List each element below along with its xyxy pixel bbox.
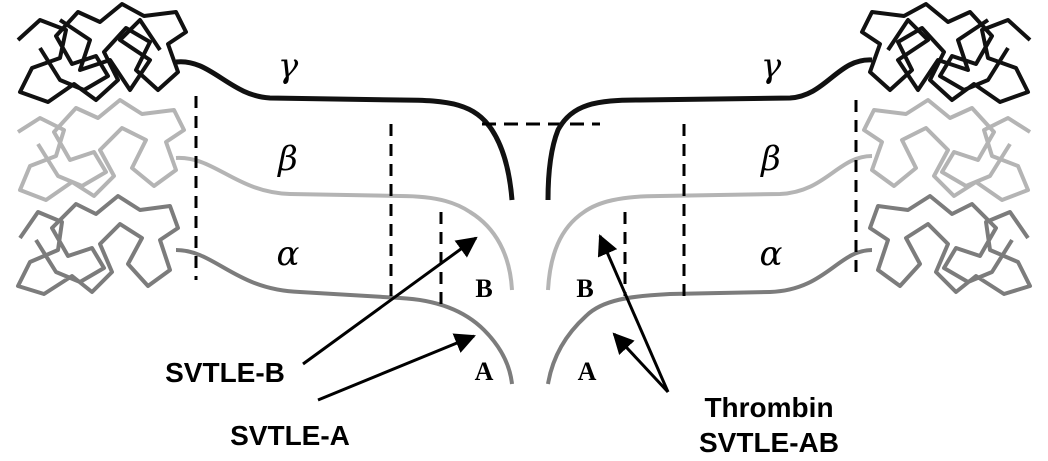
left-alpha-globule [18, 196, 178, 294]
right-beta-globule [864, 100, 1030, 200]
left-chain-a-label: A [475, 357, 494, 386]
svtle-a-callout: SVTLE-A [230, 420, 350, 451]
right-beta-chain [548, 156, 872, 290]
right-dividers [625, 100, 856, 298]
thrombin-b-arrow [600, 236, 668, 392]
svtle-b-callout: SVTLE-B [165, 357, 285, 388]
left-beta-globule [18, 100, 184, 200]
right-chain-a-label: A [578, 357, 597, 386]
right-gamma-label: γ [761, 46, 782, 86]
left-chain-b-label: B [475, 274, 492, 303]
svtle-a-arrow [318, 336, 474, 400]
right-chain-b-label: B [576, 274, 593, 303]
right-alpha-chain [548, 250, 872, 384]
svtle-ab-callout: SVTLE-AB [699, 427, 839, 458]
left-gamma-label: γ [278, 46, 299, 86]
left-half: γ β α B A [18, 4, 512, 386]
left-beta-label: β [276, 139, 298, 179]
right-alpha-label: α [760, 234, 783, 274]
right-beta-label: β [759, 139, 781, 179]
left-gamma-globule [18, 4, 186, 102]
thrombin-callout: Thrombin [704, 392, 833, 423]
thrombin-a-arrow [614, 334, 668, 392]
right-half: γ β α B A [548, 4, 1030, 386]
left-gamma-chain [176, 62, 512, 200]
right-gamma-globule [862, 4, 1030, 102]
right-alpha-globule [870, 196, 1030, 294]
left-alpha-label: α [277, 234, 300, 274]
